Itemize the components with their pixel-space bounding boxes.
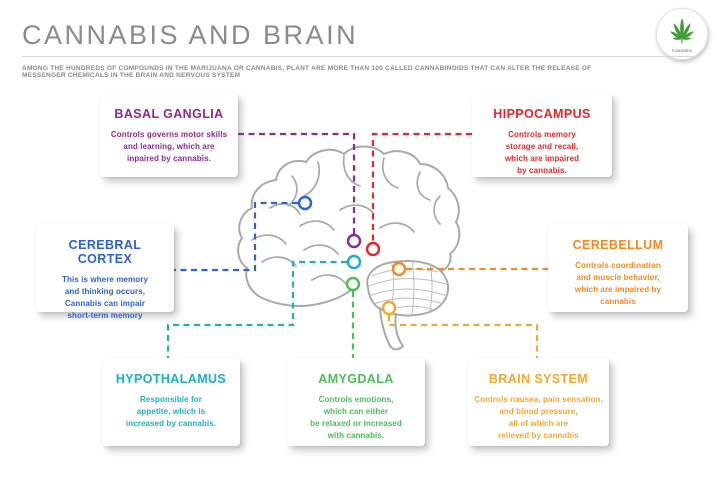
marker-hypothalamus <box>346 254 362 270</box>
connector-basal-ganglia <box>238 132 356 234</box>
connector-brain-system <box>387 315 539 358</box>
card-title: HIPPOCAMPUS <box>493 107 591 121</box>
cerebellum-hatching <box>368 260 448 315</box>
connector-hippocampus <box>371 132 472 242</box>
card-basal-ganglia: BASAL GANGLIA Controls governs motor ski… <box>100 93 238 177</box>
marker-hippocampus <box>365 241 381 257</box>
card-description: Controls nausea, pain sensation,and bloo… <box>474 395 603 440</box>
intro-text: AMONG THE HUNDREDS OF COMPOUNDS IN THE M… <box>22 65 592 79</box>
page-title: CANNABIS AND BRAIN <box>22 20 359 50</box>
cannabis-leaf-icon <box>670 18 694 43</box>
card-title: AMYGDALA <box>318 372 394 386</box>
card-amygdala: AMYGDALA Controls emotions,which can eit… <box>287 358 425 446</box>
connector-hypothalamus <box>166 260 347 358</box>
logo-label: Cannabis <box>671 48 693 53</box>
marker-brain-system <box>381 300 397 316</box>
card-title: BRAIN SYSTEM <box>488 372 589 386</box>
header-divider <box>22 56 698 57</box>
brain-illustration <box>237 145 461 351</box>
marker-cerebellum <box>391 261 407 277</box>
marker-cerebral-cortex <box>297 195 313 211</box>
card-title: HYPOTHALAMUS <box>115 372 227 386</box>
marker-basal-ganglia <box>346 233 362 249</box>
connector-cerebral-cortex <box>174 201 298 272</box>
card-title: CEREBELLUM <box>572 238 664 252</box>
marker-amygdala <box>345 276 361 292</box>
card-brain-system: BRAIN SYSTEM Controls nausea, pain sensa… <box>468 358 609 446</box>
cannabis-logo-badge: Cannabis <box>656 8 708 60</box>
card-title: CEREBRAL CORTEX <box>68 238 142 266</box>
card-title: BASAL GANGLIA <box>114 107 224 121</box>
